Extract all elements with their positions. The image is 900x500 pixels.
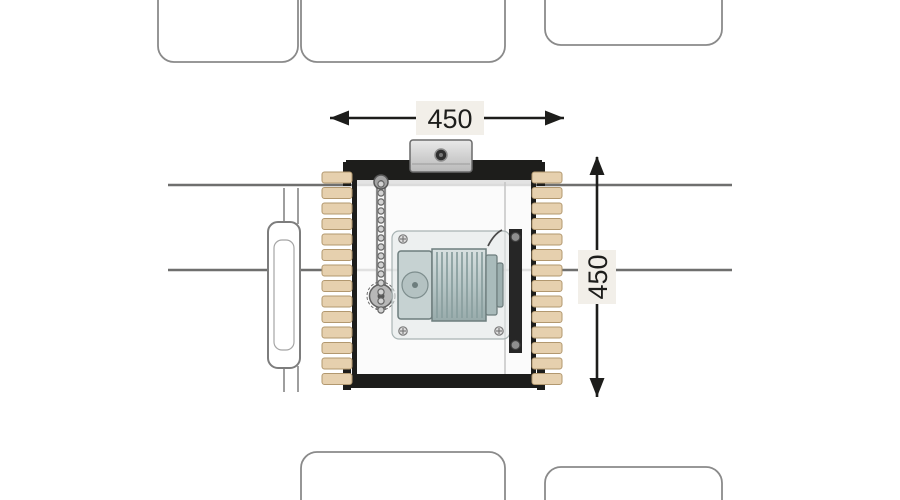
height-dimension-label-box xyxy=(578,250,616,304)
motor-cooling-ribs xyxy=(436,252,483,318)
housing-right-wall xyxy=(531,176,536,382)
housing-bottom-bar xyxy=(346,374,542,388)
flange-screws xyxy=(398,234,504,336)
motor-assembly xyxy=(391,229,511,340)
width-dimension: 450 xyxy=(330,101,564,135)
housing-left-wall xyxy=(352,176,357,382)
chain-rollers xyxy=(377,180,385,314)
motor-cable xyxy=(487,229,503,247)
bracket-inner-plate xyxy=(273,239,295,351)
left-brush-strip xyxy=(321,171,353,385)
arrowhead-left-icon xyxy=(330,110,349,126)
drive-unit-interior xyxy=(366,174,522,374)
inner-right-bracket xyxy=(509,229,522,353)
conveyor-panel-top-right xyxy=(544,0,723,46)
conveyor-panel-bottom-middle xyxy=(300,451,506,500)
bracket-outer-plate xyxy=(267,221,301,369)
motor-end-cap-tail xyxy=(496,262,504,308)
width-dimension-value: 450 xyxy=(427,104,472,134)
conveyor-panel-top-middle xyxy=(300,0,506,63)
conveyor-panel-bottom-right xyxy=(544,466,723,500)
housing-top-shadow xyxy=(357,180,531,186)
motor-end-cap xyxy=(485,254,498,316)
height-dimension: 450 xyxy=(578,156,616,397)
drive-chain xyxy=(366,174,396,314)
height-dimension-value: 450 xyxy=(583,254,613,299)
conveyor-panels xyxy=(157,0,723,500)
arrowhead-down-icon xyxy=(589,378,605,397)
bracket-bolt-top xyxy=(510,231,521,243)
bracket-bolt-bottom xyxy=(510,339,521,351)
arrowhead-right-icon xyxy=(545,110,564,126)
right-brush-strip xyxy=(531,171,563,385)
left-mounting-bracket xyxy=(267,188,301,392)
width-dimension-label-box xyxy=(416,101,484,135)
conveyor-panel-top-left xyxy=(157,0,299,63)
arrowhead-up-icon xyxy=(589,156,605,175)
mounting-plate xyxy=(409,139,473,173)
